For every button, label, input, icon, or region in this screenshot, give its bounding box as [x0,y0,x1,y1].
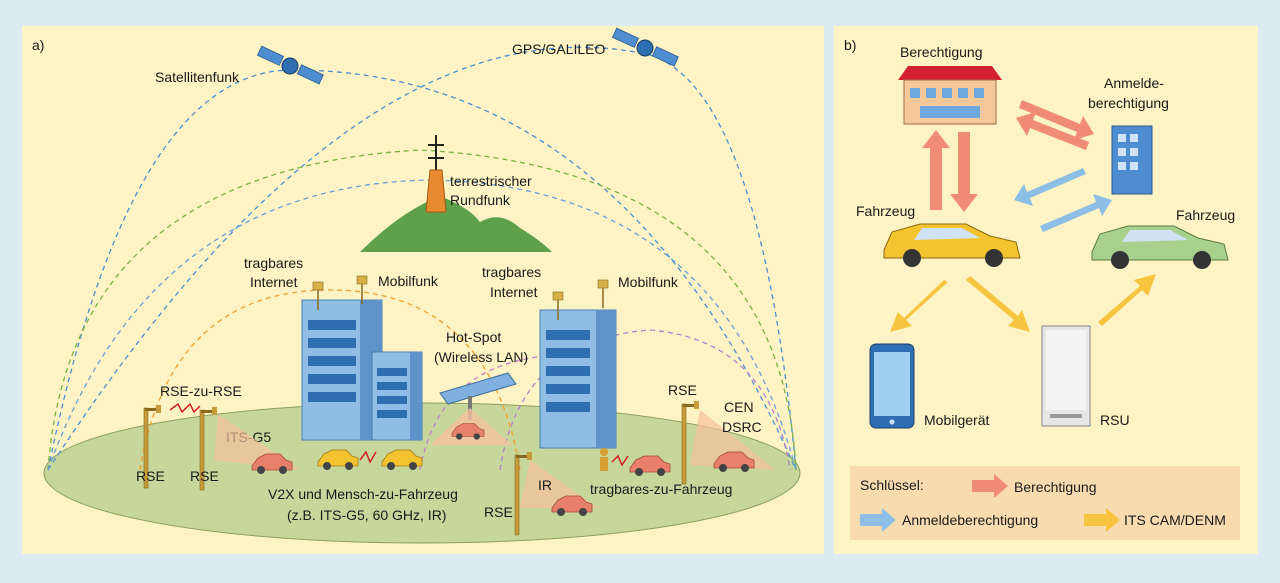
login-auth-arrows [1014,168,1112,232]
label-vehicle-right: Fahrzeug [1176,207,1235,223]
legend-authorization: Berechtigung [1014,479,1097,495]
label-portable-2-left: Internet [250,274,298,290]
legend-its: ITS CAM/DENM [1124,512,1226,528]
label-v2x-1: V2X und Mensch-zu-Fahrzeug [268,486,458,502]
person-icon [600,448,608,471]
vehicle-yellow-icon [883,223,1021,267]
portable-link-icon [611,454,629,467]
dsrc-beam [690,410,776,470]
label-portable-to-vehicle: tragbares-zu-Fahrzeug [590,481,732,497]
label-rse-1: RSE [136,468,165,484]
panel-b-tag: b) [844,37,856,53]
label-portable-1-right: tragbares [482,264,541,280]
label-rse-to-rse: RSE-zu-RSE [160,383,242,399]
label-rsu: RSU [1100,412,1130,428]
label-ir: IR [538,477,552,493]
legend-blue-arrow-icon [860,508,896,532]
building-right-icon [539,309,617,449]
hotspot-panel-icon [430,372,517,445]
label-mobile-right: Mobilfunk [618,274,679,290]
label-mobile-device: Mobilgerät [924,412,989,428]
label-gps-galileo: GPS/GALILEO [512,41,605,57]
authorization-arrows [922,100,1094,212]
legend-red-arrow-icon [972,474,1008,498]
legend-key: Schlüssel: [860,477,924,493]
mobile-device-icon [869,343,915,429]
vehicle-green-icon [1091,225,1229,269]
mountain-icon [360,196,552,252]
label-mobile-left: Mobilfunk [378,273,439,289]
login-auth-building-icon [1111,125,1153,195]
label-rse-2: RSE [190,468,219,484]
label-vehicle-left: Fahrzeug [856,203,915,219]
label-login-auth-1: Anmelde- [1104,75,1164,91]
label-terrestrial-1: terrestrischer [450,173,532,189]
label-v2x-2: (z.B. ITS-G5, 60 GHz, IR) [287,507,446,523]
label-dsrc: DSRC [722,419,762,435]
radio-tower-icon [425,135,447,213]
rsu-icon [1041,325,1091,427]
label-hotspot-1: Hot-Spot [446,329,501,345]
label-authorization: Berechtigung [900,44,983,60]
legend-login-auth: Anmeldeberechtigung [902,512,1038,528]
label-terrestrial-2: Rundfunk [450,192,511,208]
v2x-link-icon [359,450,377,464]
its-arrows [890,274,1156,332]
label-satellite-radio: Satellitenfunk [155,69,240,85]
label-login-auth-2: berechtigung [1088,95,1169,111]
label-rse-cen: RSE [668,382,697,398]
legend-yellow-arrow-icon [1084,508,1120,532]
legend-box [850,466,1240,540]
building-small-icon [371,351,423,441]
rse-link-icon [169,402,201,414]
label-portable-1-left: tragbares [244,255,303,271]
label-portable-2-right: Internet [490,284,538,300]
authorization-building-icon [898,66,1002,125]
building-left-icon [301,299,383,441]
label-rse-ir: RSE [484,504,513,520]
label-cen: CEN [724,399,754,415]
label-hotspot-2: (Wireless LAN) [434,349,528,365]
panel-a-tag: a) [32,37,44,53]
